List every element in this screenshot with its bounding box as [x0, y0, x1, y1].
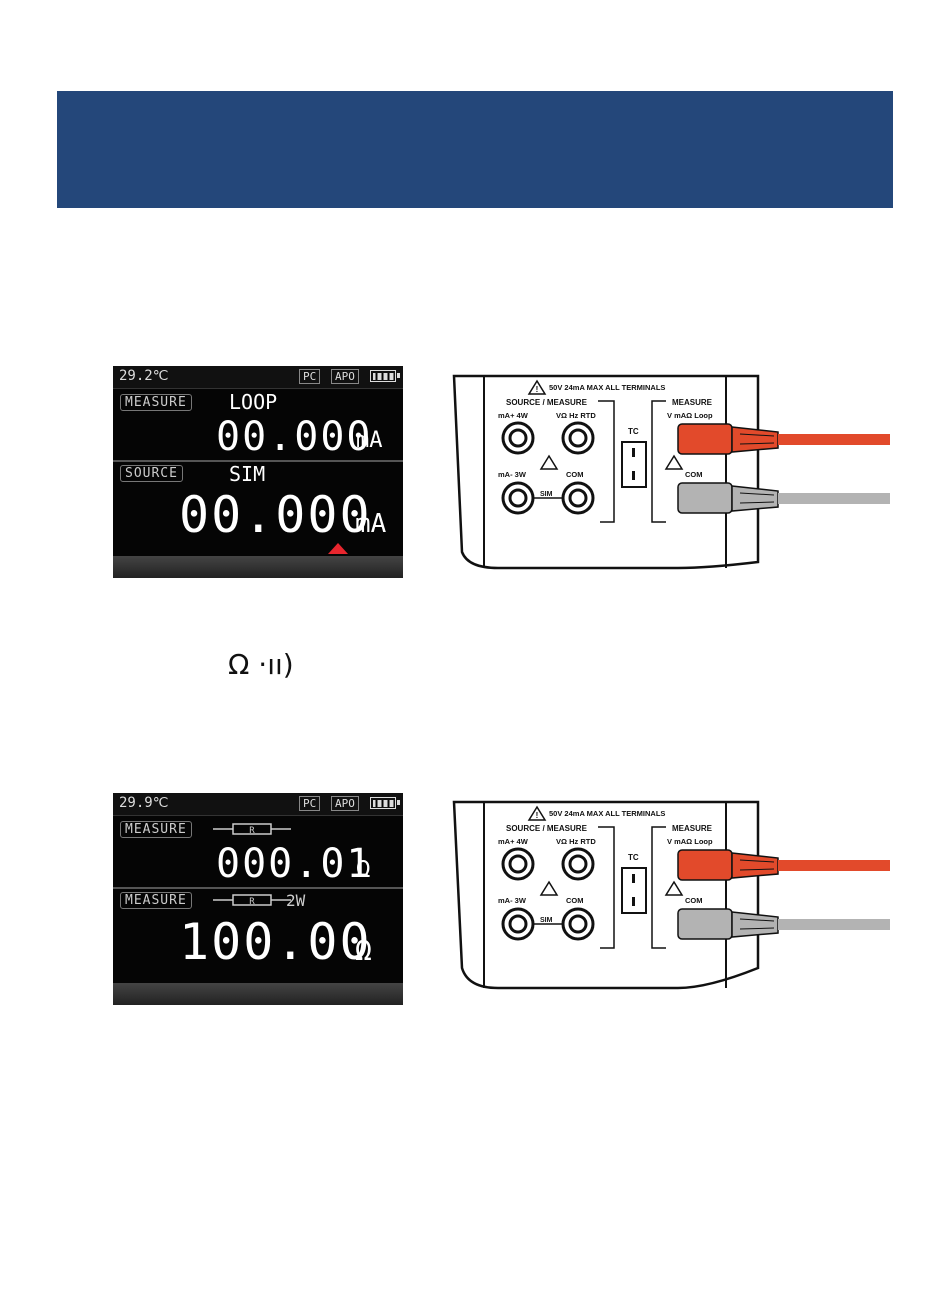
source-measure-label: SOURCE / MEASURE [506, 398, 588, 407]
upper-value: 000.01 [216, 841, 373, 887]
divider [113, 460, 403, 462]
com-right-label: COM [685, 470, 703, 479]
lcd-bottom-bar [113, 556, 403, 578]
tc-label: TC [628, 427, 639, 436]
warning-text: 50V 24mA MAX ALL TERMINALS [549, 809, 665, 818]
ohm-continuity-icon: Ω ·ıı) [228, 648, 294, 681]
pc-badge: PC [299, 796, 321, 811]
measure-label: MEASURE [672, 398, 713, 407]
tc-socket [621, 441, 647, 488]
status-bar [113, 793, 403, 816]
resistor-icon: R [213, 823, 291, 836]
battery-icon [370, 370, 400, 382]
ma-minus-label: mA- 3W [498, 470, 527, 479]
lower-value: 100.00 [179, 913, 372, 971]
svg-text:!: ! [536, 811, 539, 820]
warning-triangle-icon [539, 880, 559, 896]
v-ohm-hz-rtd-label: VΩ Hz RTD [556, 411, 596, 420]
ma-plus-label: mA+ 4W [498, 837, 529, 846]
warning-triangle-icon [664, 454, 684, 470]
temperature-readout: 29.9℃ [119, 795, 169, 811]
upper-unit: Ω [356, 855, 371, 883]
red-test-lead [677, 423, 890, 455]
terminal-jack [561, 421, 595, 455]
tc-socket [621, 867, 647, 914]
v-ma-ohm-loop-label: V mAΩ Loop [667, 411, 713, 420]
measure-label: MEASURE [672, 824, 713, 833]
apo-badge: APO [331, 369, 359, 384]
resistor-icon: R [213, 894, 291, 907]
upper-mode-label: MEASURE [120, 394, 192, 411]
com-left-label: COM [566, 470, 584, 479]
upper-unit: mA [356, 428, 383, 453]
upper-value: 00.000 [216, 414, 373, 460]
gray-test-lead [677, 908, 890, 940]
ma-plus-label: mA+ 4W [498, 411, 529, 420]
cursor-indicator [328, 543, 348, 554]
apo-badge: APO [331, 796, 359, 811]
terminal-jack [561, 481, 595, 515]
lower-unit: Ω [355, 934, 372, 967]
v-ohm-hz-rtd-label: VΩ Hz RTD [556, 837, 596, 846]
warning-triangle-icon: ! [527, 805, 547, 821]
tc-label: TC [628, 853, 639, 862]
source-measure-label: SOURCE / MEASURE [506, 824, 588, 833]
red-test-lead [677, 849, 890, 881]
ma-minus-label: mA- 3W [498, 896, 527, 905]
status-bar [113, 366, 403, 389]
warning-triangle-icon: ! [527, 379, 547, 395]
lower-unit: mA [355, 509, 387, 539]
resistor-symbol: R [249, 826, 255, 836]
terminal-jack [501, 907, 535, 941]
terminal-jack [501, 481, 535, 515]
warning-triangle-icon [664, 880, 684, 896]
terminal-diagram-resistance: ! 50V 24mA MAX ALL TERMINALS SOURCE / ME… [452, 800, 890, 990]
wire-mode-label: 2W [286, 891, 306, 910]
lcd-display-loop: 29.2℃ PC APO MEASURE LOOP 00.000 mA SOUR… [113, 366, 403, 578]
terminal-jack [501, 421, 535, 455]
pc-badge: PC [299, 369, 321, 384]
warning-text: 50V 24mA MAX ALL TERMINALS [549, 383, 665, 392]
temperature-readout: 29.2℃ [119, 368, 169, 384]
divider [113, 887, 403, 889]
lower-function-label: SIM [229, 462, 266, 486]
battery-icon [370, 797, 400, 809]
v-ma-ohm-loop-label: V mAΩ Loop [667, 837, 713, 846]
warning-triangle-icon [539, 454, 559, 470]
terminal-jack [501, 847, 535, 881]
svg-text:!: ! [536, 385, 539, 394]
resistor-symbol: R [249, 897, 255, 907]
lower-mode-label: SOURCE [120, 465, 183, 482]
com-left-label: COM [566, 896, 584, 905]
terminal-diagram-loop: ! 50V 24mA MAX ALL TERMINALS SOURCE / ME… [452, 374, 890, 570]
lower-mode-label: MEASURE [120, 892, 192, 909]
com-right-label: COM [685, 896, 703, 905]
terminal-jack [561, 847, 595, 881]
lower-value: 00.000 [179, 486, 372, 544]
sim-label: SIM [540, 491, 553, 498]
upper-mode-label: MEASURE [120, 821, 192, 838]
lcd-bottom-bar [113, 983, 403, 1005]
sim-label: SIM [540, 917, 553, 924]
calibrator-body [452, 800, 760, 990]
header-banner [57, 91, 893, 208]
terminal-jack [561, 907, 595, 941]
lcd-display-resistance: 29.9℃ PC APO MEASURE R 000.01 Ω MEASURE … [113, 793, 403, 1005]
upper-function-label: LOOP [229, 390, 278, 414]
gray-test-lead [677, 482, 890, 514]
